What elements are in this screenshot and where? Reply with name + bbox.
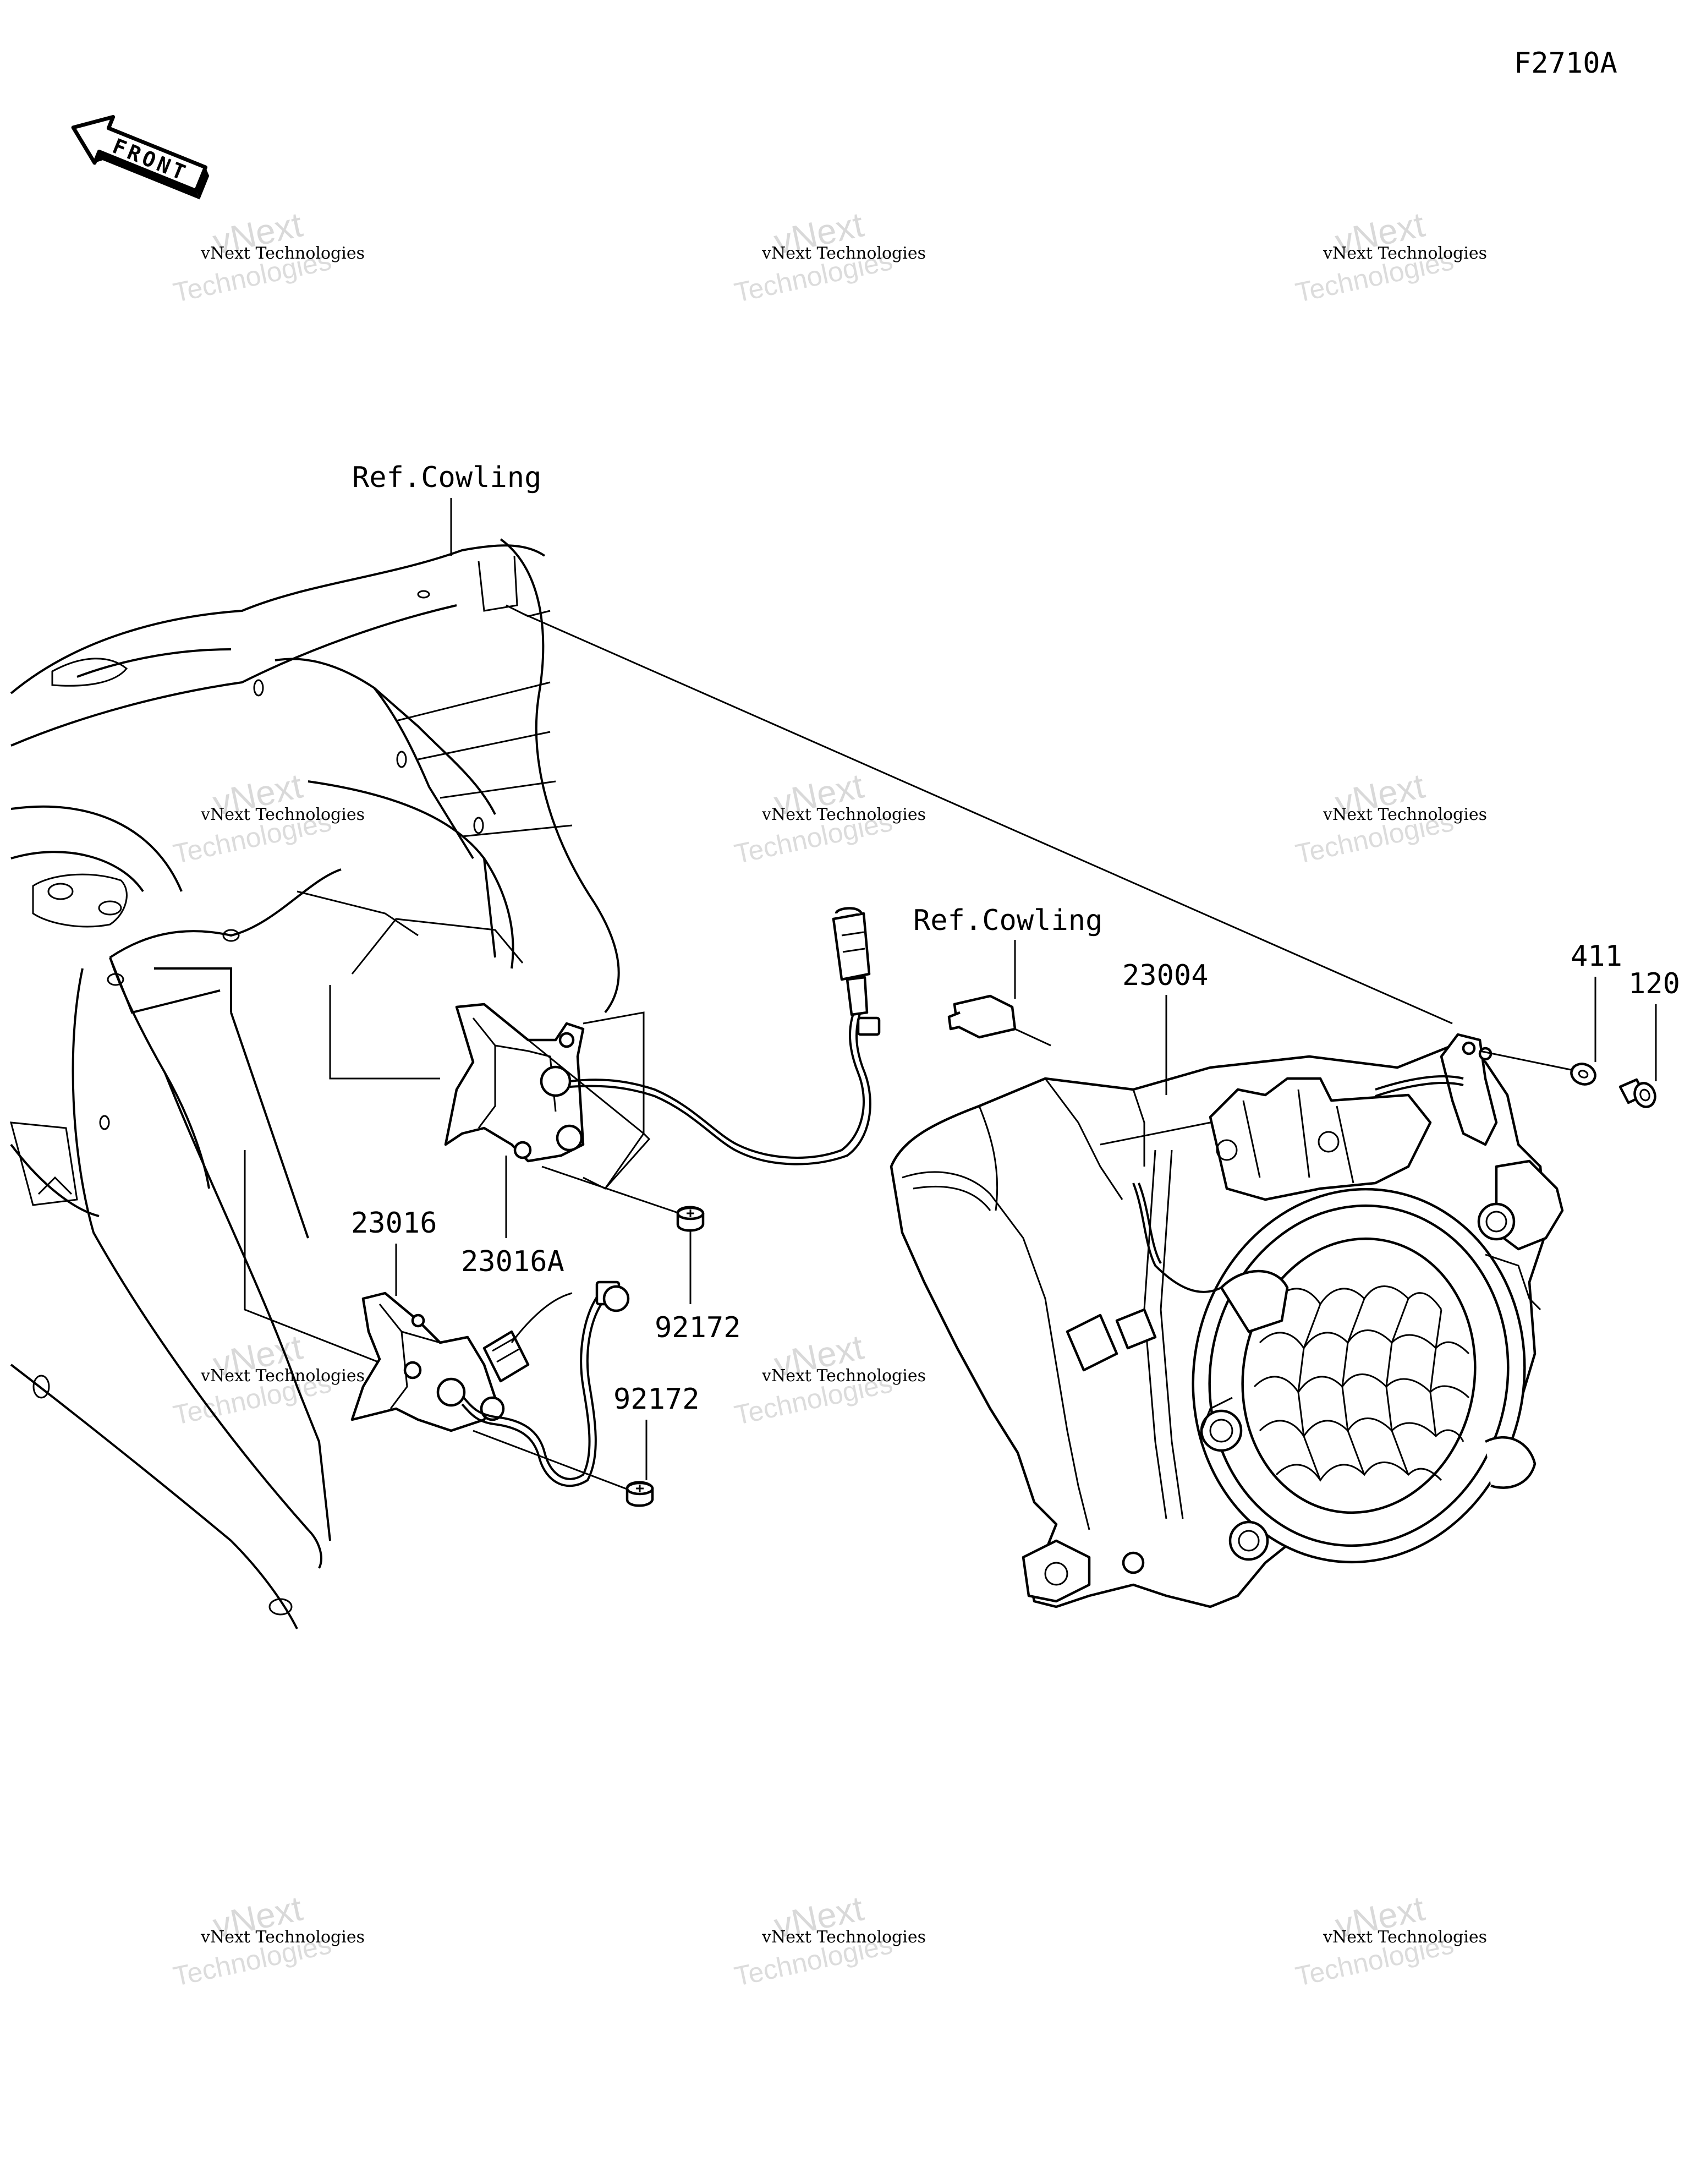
watermark-text: vNext Technologies <box>1323 1928 1487 1947</box>
label-92172-lower: 92172 <box>613 1383 700 1416</box>
position-light-lower <box>350 1280 633 1492</box>
watermark-text: vNext Technologies <box>761 1928 926 1947</box>
label-23004: 23004 <box>1122 959 1209 992</box>
lens-pattern <box>1253 1285 1470 1482</box>
label-ref-cowling-top: Ref.Cowling <box>352 461 541 494</box>
watermark-text: vNext Technologies <box>761 1366 926 1386</box>
label-120: 120 <box>1628 967 1680 1000</box>
label-ref-cowling-mid: Ref.Cowling <box>913 904 1102 937</box>
label-23016: 23016 <box>351 1207 437 1240</box>
watermark-text: vNext Technologies <box>1323 244 1487 263</box>
leader-line <box>522 612 1453 1025</box>
watermark-text: vNext Technologies <box>761 805 926 824</box>
washer-411 <box>1570 1063 1596 1086</box>
label-23016a: 23016A <box>461 1245 564 1278</box>
watermark-text: vNext Technologies <box>200 244 365 263</box>
headlight-assembly <box>890 1033 1564 1608</box>
cowling-drawing <box>9 538 620 1629</box>
label-92172-upper: 92172 <box>655 1311 741 1344</box>
leader-line <box>1479 1050 1574 1071</box>
cowling-clip <box>947 994 1051 1047</box>
watermark-text: vNext Technologies <box>200 1366 365 1386</box>
watermark-text: vNext Technologies <box>200 805 365 824</box>
leader-line <box>583 1011 645 1189</box>
screw-92172-lower <box>625 1481 654 1507</box>
screw-92172-upper <box>676 1206 705 1232</box>
watermark-text: vNext Technologies <box>1323 805 1487 824</box>
label-411: 411 <box>1571 940 1622 973</box>
bolt-120 <box>1618 1078 1656 1108</box>
front-arrow-icon: FRONT <box>71 114 210 200</box>
diagram-code: F2710A <box>1514 47 1617 80</box>
position-light-upper <box>444 907 881 1217</box>
watermark-text: vNext Technologies <box>200 1928 365 1947</box>
watermark-text: vNext Technologies <box>761 244 926 263</box>
